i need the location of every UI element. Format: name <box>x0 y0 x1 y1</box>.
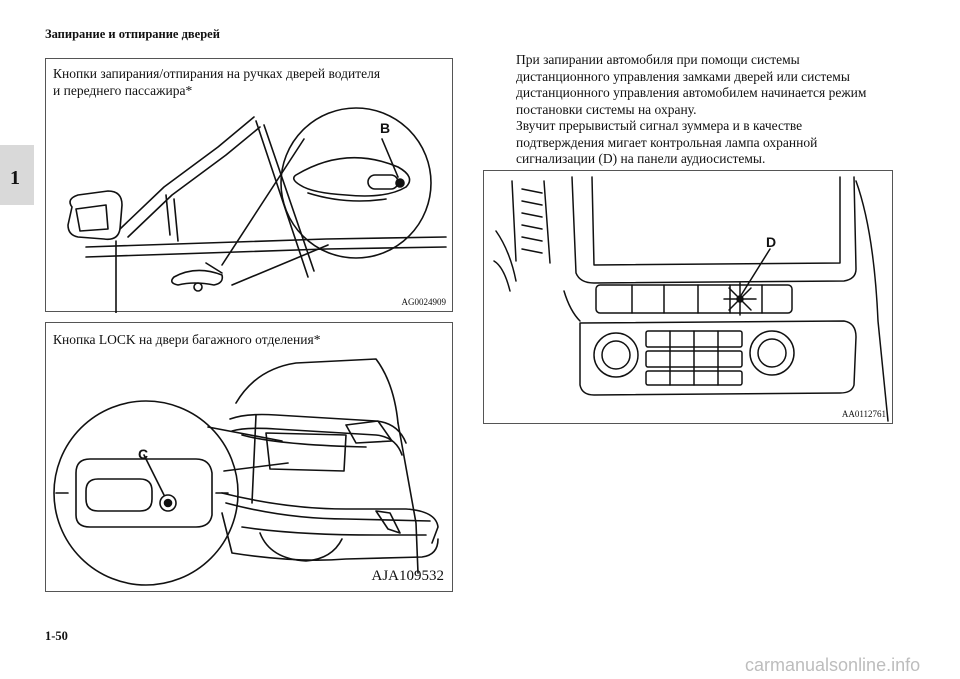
caption-line-2: и переднего пассажира* <box>53 83 193 98</box>
body-line-4: постановки системы на охрану. <box>516 101 697 117</box>
page-header-title: Запирание и отпирание дверей <box>45 27 220 41</box>
figure-id-tailgate: AJA109532 <box>371 568 444 584</box>
tailgate-illustration: C <box>53 358 439 586</box>
figure-caption-tailgate: Кнопка LOCK на двери багажного отделения… <box>53 332 321 347</box>
figure-dashboard: D AA0112761 <box>483 170 893 424</box>
body-text: При запирании автомобиля при помощи сист… <box>516 52 936 168</box>
body-line-6: подтверждения мигает контрольная лампа о… <box>516 134 818 150</box>
chapter-number: 1 <box>10 167 20 189</box>
figure-label-b: B <box>380 120 390 136</box>
figure-door-handle: B Кнопки запирания/отпирания на ручках д… <box>45 58 453 313</box>
figure-label-d: D <box>766 234 776 250</box>
body-line-3: дистанционного управления автомобилем на… <box>516 85 867 100</box>
door-handle-illustration: B <box>67 107 447 313</box>
caption-line-1: Кнопки запирания/отпирания на ручках две… <box>53 66 381 81</box>
body-line-1: При запирании автомобиля при помощи сист… <box>516 52 800 67</box>
body-line-2: дистанционного управления замками дверей… <box>516 68 850 84</box>
chapter-tab <box>0 145 34 205</box>
watermark: carmanualsonline.info <box>745 655 921 675</box>
figure-tailgate: C Кнопка LOCK на двери багажного отделен… <box>45 322 453 592</box>
body-line-7: сигнализации (D) на панели аудиосистемы. <box>516 151 766 166</box>
figure-id-door-handle: AG0024909 <box>401 297 447 307</box>
figure-label-c: C <box>138 446 148 462</box>
dashboard-illustration: D <box>493 176 889 422</box>
figure-caption-door-handle: Кнопки запирания/отпирания на ручках две… <box>53 65 380 99</box>
figure-id-dashboard: AA0112761 <box>841 409 886 419</box>
page-number: 1-50 <box>45 629 68 643</box>
body-line-5: Звучит прерывистый сигнал зуммера и в ка… <box>516 118 803 133</box>
